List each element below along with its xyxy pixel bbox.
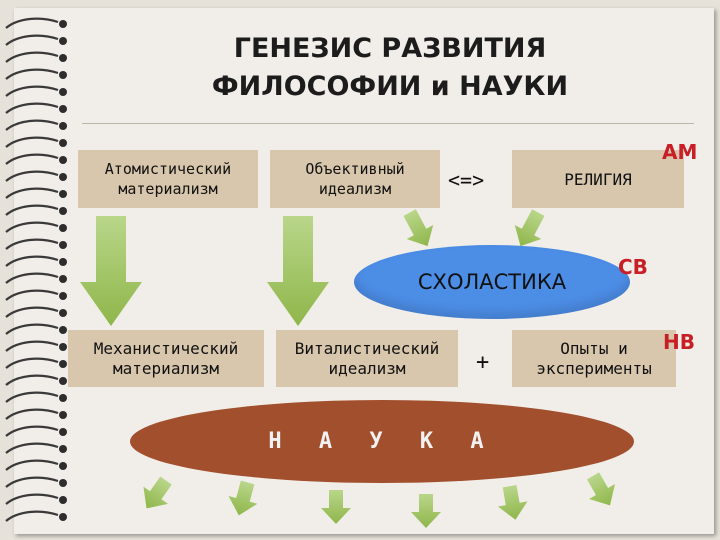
spiral-hole — [59, 428, 67, 436]
spiral-hole — [59, 139, 67, 147]
box-experiments-line-1: Опыты и — [560, 338, 628, 358]
spiral-coil — [5, 238, 59, 250]
spiral-hole — [59, 343, 67, 351]
spiral-hole — [59, 462, 67, 470]
spiral-hole — [59, 37, 67, 45]
box-vitalistic-line-1: Виталистический — [294, 338, 440, 358]
spiral-hole — [59, 513, 67, 521]
ellipse-science: Н А У К А — [130, 400, 634, 483]
box-objective-line-1: Объективный — [305, 160, 405, 178]
spiral-hole — [59, 258, 67, 266]
spiral-coil — [5, 442, 59, 454]
title-divider — [82, 123, 694, 124]
spiral-coil — [5, 187, 59, 199]
marker-sv: СВ — [618, 255, 648, 279]
spiral-hole — [59, 292, 67, 300]
title-line-2: ФИЛОСОФИИ и НАУКИ — [211, 71, 569, 102]
notebook-spiral — [5, 17, 67, 522]
ellipse-scholastics: СХОЛАСТИКА — [354, 245, 630, 319]
box-atomistic-line-2: материализм — [118, 180, 218, 198]
spiral-coil — [5, 340, 59, 352]
spiral-hole — [59, 377, 67, 385]
spiral-coil — [5, 85, 59, 97]
spiral-coil — [5, 221, 59, 233]
spiral-coil — [5, 459, 59, 471]
spiral-coil — [5, 374, 59, 386]
spiral-coil — [5, 476, 59, 488]
spiral-hole — [59, 173, 67, 181]
page-title: ГЕНЕЗИС РАЗВИТИЯ ФИЛОСОФИИ и НАУКИ — [110, 30, 670, 106]
spiral-coil — [5, 102, 59, 114]
spiral-hole — [59, 309, 67, 317]
spiral-hole — [59, 20, 67, 28]
spiral-hole — [59, 241, 67, 249]
spiral-hole — [59, 275, 67, 283]
spiral-hole — [59, 224, 67, 232]
spiral-coil — [5, 493, 59, 505]
spiral-coil — [5, 391, 59, 403]
box-vitalistic-line-2: идеализм — [328, 358, 406, 378]
marker-am: АМ — [662, 140, 698, 164]
spiral-coil — [5, 119, 59, 131]
spiral-hole — [59, 71, 67, 79]
spiral-coil — [5, 408, 59, 420]
spiral-coil — [5, 136, 59, 148]
spiral-coil — [5, 425, 59, 437]
spiral-coil — [5, 17, 59, 29]
box-mechanistic-line-2: материализм — [113, 358, 219, 378]
spiral-coil — [5, 68, 59, 80]
spiral-coil — [5, 255, 59, 267]
spiral-hole — [59, 360, 67, 368]
marker-nv: НВ — [663, 330, 695, 354]
spiral-coil — [5, 323, 59, 335]
spiral-coil — [5, 170, 59, 182]
spiral-coil — [5, 289, 59, 301]
box-atomistic-materialism: Атомистический материализм — [78, 150, 258, 208]
spiral-hole — [59, 88, 67, 96]
box-mechanistic-materialism: Механистический материализм — [68, 330, 264, 387]
box-objective-line-2: идеализм — [318, 180, 392, 198]
spiral-hole — [59, 54, 67, 62]
spiral-hole — [59, 326, 67, 334]
spiral-coil — [5, 204, 59, 216]
spiral-hole — [59, 105, 67, 113]
spiral-coil — [5, 51, 59, 63]
box-religion: РЕЛИГИЯ — [512, 150, 684, 208]
spiral-hole — [59, 445, 67, 453]
box-mechanistic-line-1: Механистический — [93, 338, 239, 358]
spiral-coil — [5, 34, 59, 46]
spiral-coil — [5, 357, 59, 369]
spiral-hole — [59, 479, 67, 487]
spiral-hole — [59, 156, 67, 164]
box-experiments: Опыты и эксперименты — [512, 330, 676, 387]
box-vitalistic-idealism: Виталистический идеализм — [276, 330, 458, 387]
box-objective-idealism: Объективный идеализм — [270, 150, 440, 208]
spiral-hole — [59, 496, 67, 504]
spiral-hole — [59, 411, 67, 419]
box-atomistic-line-1: Атомистический — [104, 160, 232, 178]
spiral-hole — [59, 394, 67, 402]
spiral-coil — [5, 272, 59, 284]
spiral-hole — [59, 190, 67, 198]
equivalence-symbol: <=> — [448, 168, 485, 192]
spiral-coil — [5, 153, 59, 165]
spiral-hole — [59, 207, 67, 215]
plus-symbol: + — [476, 350, 490, 375]
box-experiments-line-2: эксперименты — [536, 358, 652, 378]
title-line-1: ГЕНЕЗИС РАЗВИТИЯ — [233, 33, 547, 64]
spiral-coil — [5, 510, 59, 522]
spiral-coil — [5, 306, 59, 318]
spiral-hole — [59, 122, 67, 130]
